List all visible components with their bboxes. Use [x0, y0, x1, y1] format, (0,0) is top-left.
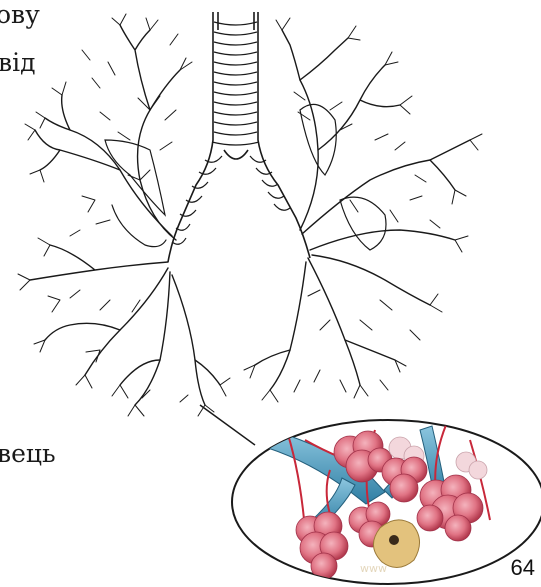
trachea: [168, 12, 310, 262]
left-bronchial-tree: [18, 14, 230, 416]
svg-text:www: www: [360, 562, 387, 575]
alveoli-zoom-view: www: [232, 420, 541, 584]
page-number: 64: [511, 555, 535, 581]
right-bronchial-tree: [244, 18, 482, 402]
zoom-connector-line: [200, 405, 255, 445]
